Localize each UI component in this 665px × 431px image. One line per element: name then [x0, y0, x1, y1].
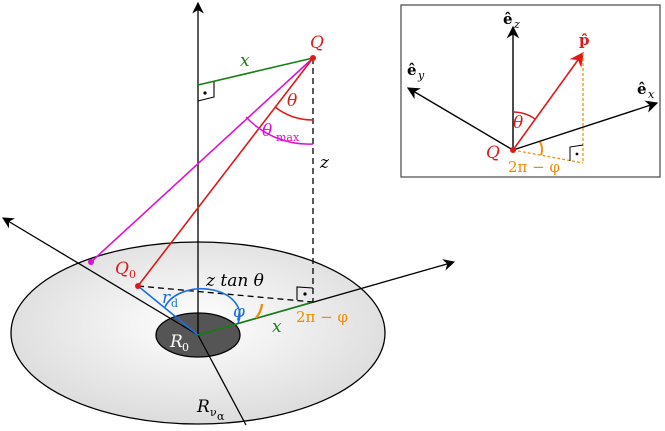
inset-ex-axis — [512, 100, 659, 151]
right-angle-dot-top — [203, 91, 207, 95]
label-r0-sub: 0 — [182, 341, 189, 354]
phi-arc — [164, 288, 241, 324]
inset-label-q: Q — [486, 143, 500, 163]
label-rd: r — [162, 288, 171, 308]
inset-label-ex: ê — [637, 80, 647, 98]
theta-arc — [274, 106, 314, 121]
rd-line — [137, 285, 199, 336]
label-phi: φ — [233, 302, 245, 322]
label-q0-sub: 0 — [129, 268, 136, 281]
inset-right-angle-mark — [569, 144, 584, 161]
inset-frame — [400, 4, 661, 178]
point-q0 — [135, 283, 141, 289]
label-theta-max-sub: max — [276, 131, 300, 144]
x-projection-line — [197, 301, 314, 336]
right-angle-mark-bottom — [296, 286, 314, 300]
theta-max-line — [90, 57, 314, 263]
theta-max-arc — [245, 116, 314, 145]
label-two-pi-minus-phi: 2π − φ — [296, 308, 348, 326]
point-q — [310, 55, 316, 61]
label-rnu-subsub: α — [217, 410, 225, 423]
inset-label-two-pi-minus-phi: 2π − φ — [508, 158, 560, 176]
disk-edge-point — [88, 259, 94, 265]
inset-theta-arc — [512, 111, 536, 120]
outer-radius-line — [197, 334, 247, 426]
label-theta: θ — [287, 91, 297, 111]
label-rd-sub: d — [171, 297, 178, 310]
label-r0: R — [169, 332, 183, 352]
inset-label-ey-sub: y — [417, 69, 425, 82]
left-axis — [1, 217, 199, 336]
q-to-q0-line — [137, 57, 314, 287]
label-z: z — [319, 153, 330, 173]
right-angle-mark-top — [197, 82, 215, 102]
inset-phi-arc — [539, 141, 543, 156]
two-pi-minus-phi-arc — [255, 303, 264, 319]
right-angle-dot-bottom — [303, 292, 307, 296]
label-rnu-sub: ν — [210, 406, 217, 419]
inset-point-q — [510, 147, 516, 153]
label-x-bottom: x — [272, 317, 282, 337]
inset-label-ey: ê — [407, 61, 417, 79]
inset-label-ez-sub: z — [513, 18, 520, 31]
inset-base-line — [512, 149, 584, 164]
label-rnu: R — [196, 397, 210, 417]
inset-right-angle-dot — [575, 152, 579, 156]
label-x-top: x — [240, 51, 250, 71]
inset-label-ez: ê — [503, 10, 513, 28]
label-q: Q — [310, 33, 324, 53]
inset-label-ex-sub: x — [648, 88, 655, 101]
inset-label-p: p̂ — [579, 31, 590, 49]
inset-ey-axis — [406, 87, 514, 151]
label-q0: Q — [115, 259, 129, 279]
inset-label-theta: θ — [513, 113, 523, 133]
inset-p-vector — [512, 51, 584, 151]
label-theta-max: θ — [262, 121, 272, 141]
label-z-tan-theta: z tan θ — [205, 271, 264, 291]
x-distance-line — [197, 57, 314, 86]
